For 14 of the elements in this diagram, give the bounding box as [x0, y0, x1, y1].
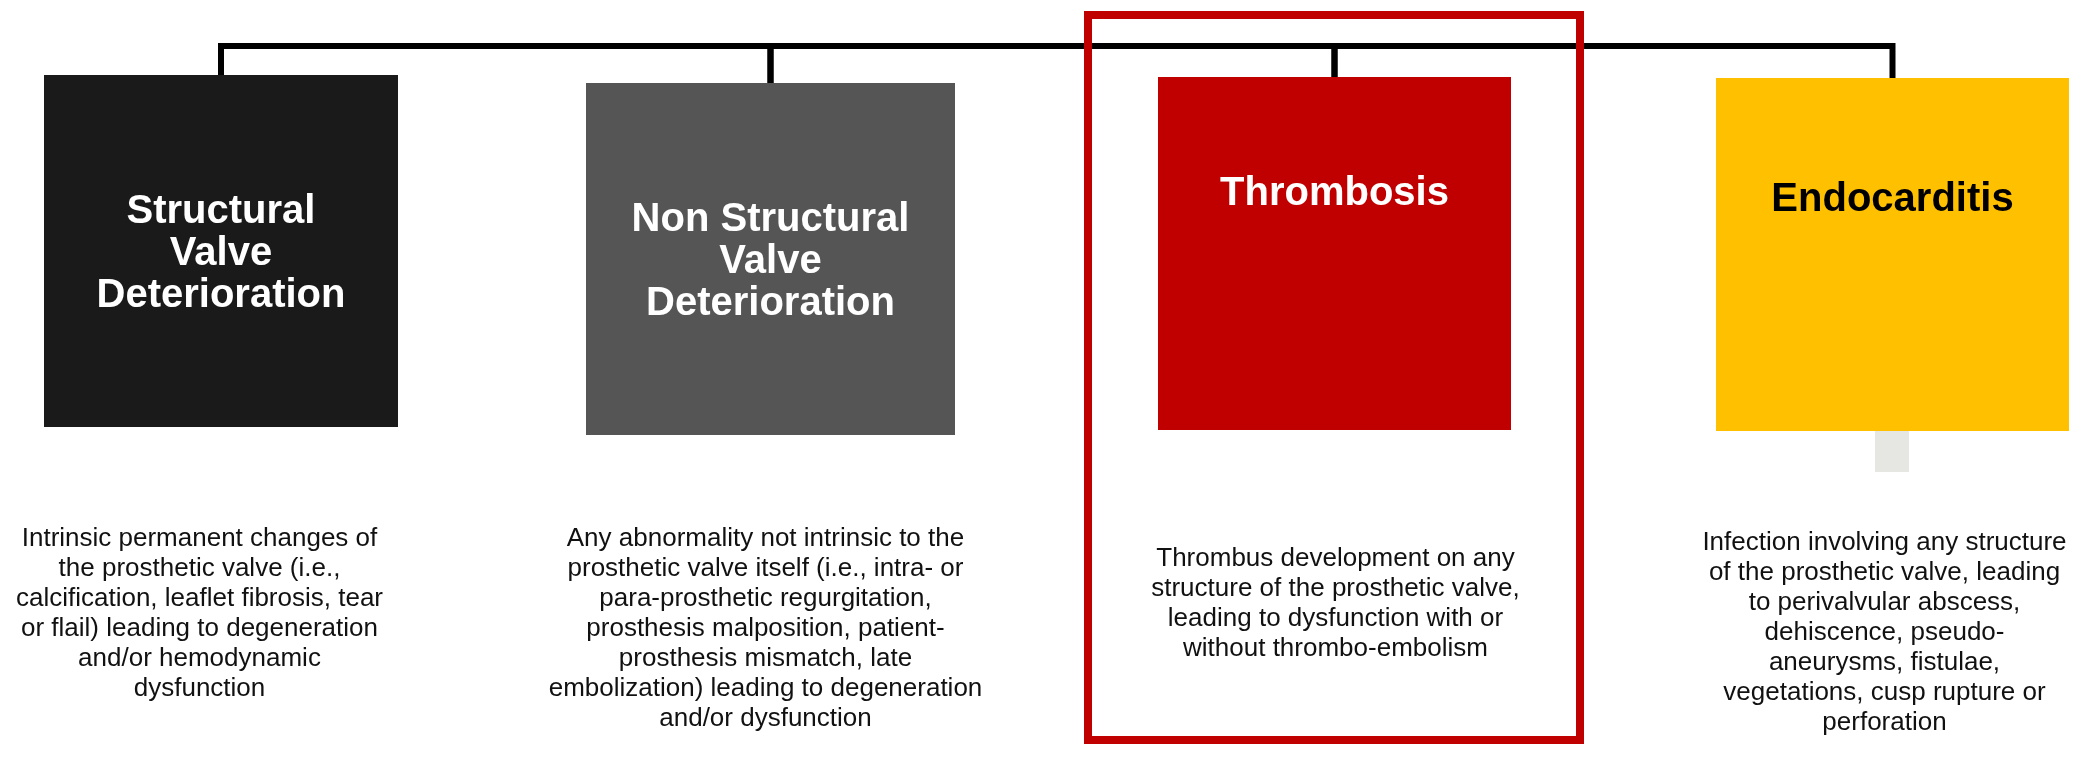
category-title: Endocarditis	[1770, 176, 2015, 218]
highlight-frame	[1084, 11, 1584, 744]
connector-line	[1331, 43, 1896, 78]
category-title: Non Structural Valve Deterioration	[630, 196, 911, 322]
description-text: Any abnormality not intrinsic to the prosthetic valve itself (i.e., intra- or para-prosthetic regurgitation, prosthesis malposition, patient-prosthesis mismatch, late embolization) leading to degeneration and/or dysfunction	[547, 522, 984, 732]
category-box	[586, 83, 955, 435]
category-box	[44, 75, 398, 427]
category-title: Structural Valve Deterioration	[95, 188, 347, 314]
description-text: Thrombus development on any structure of the prosthetic valve, leading to dysfunction with or without thrombo-embolism	[1150, 542, 1521, 662]
category-box	[1158, 77, 1511, 430]
category-title: Thrombosis	[1219, 170, 1450, 212]
description-text: Infection involving any structure of the prosthetic valve, leading to perivalvular abscess, dehiscence, pseudo-aneurysms, fistulae, vegetations, cusp rupture or perforation	[1702, 526, 2067, 736]
description-text: Intrinsic permanent changes of the prosthetic valve (i.e., calcification, leaflet fibrosis, tear or flail) leading to degeneration and/or hemodynamic dysfunction	[14, 522, 384, 702]
category-box	[1716, 78, 2069, 431]
